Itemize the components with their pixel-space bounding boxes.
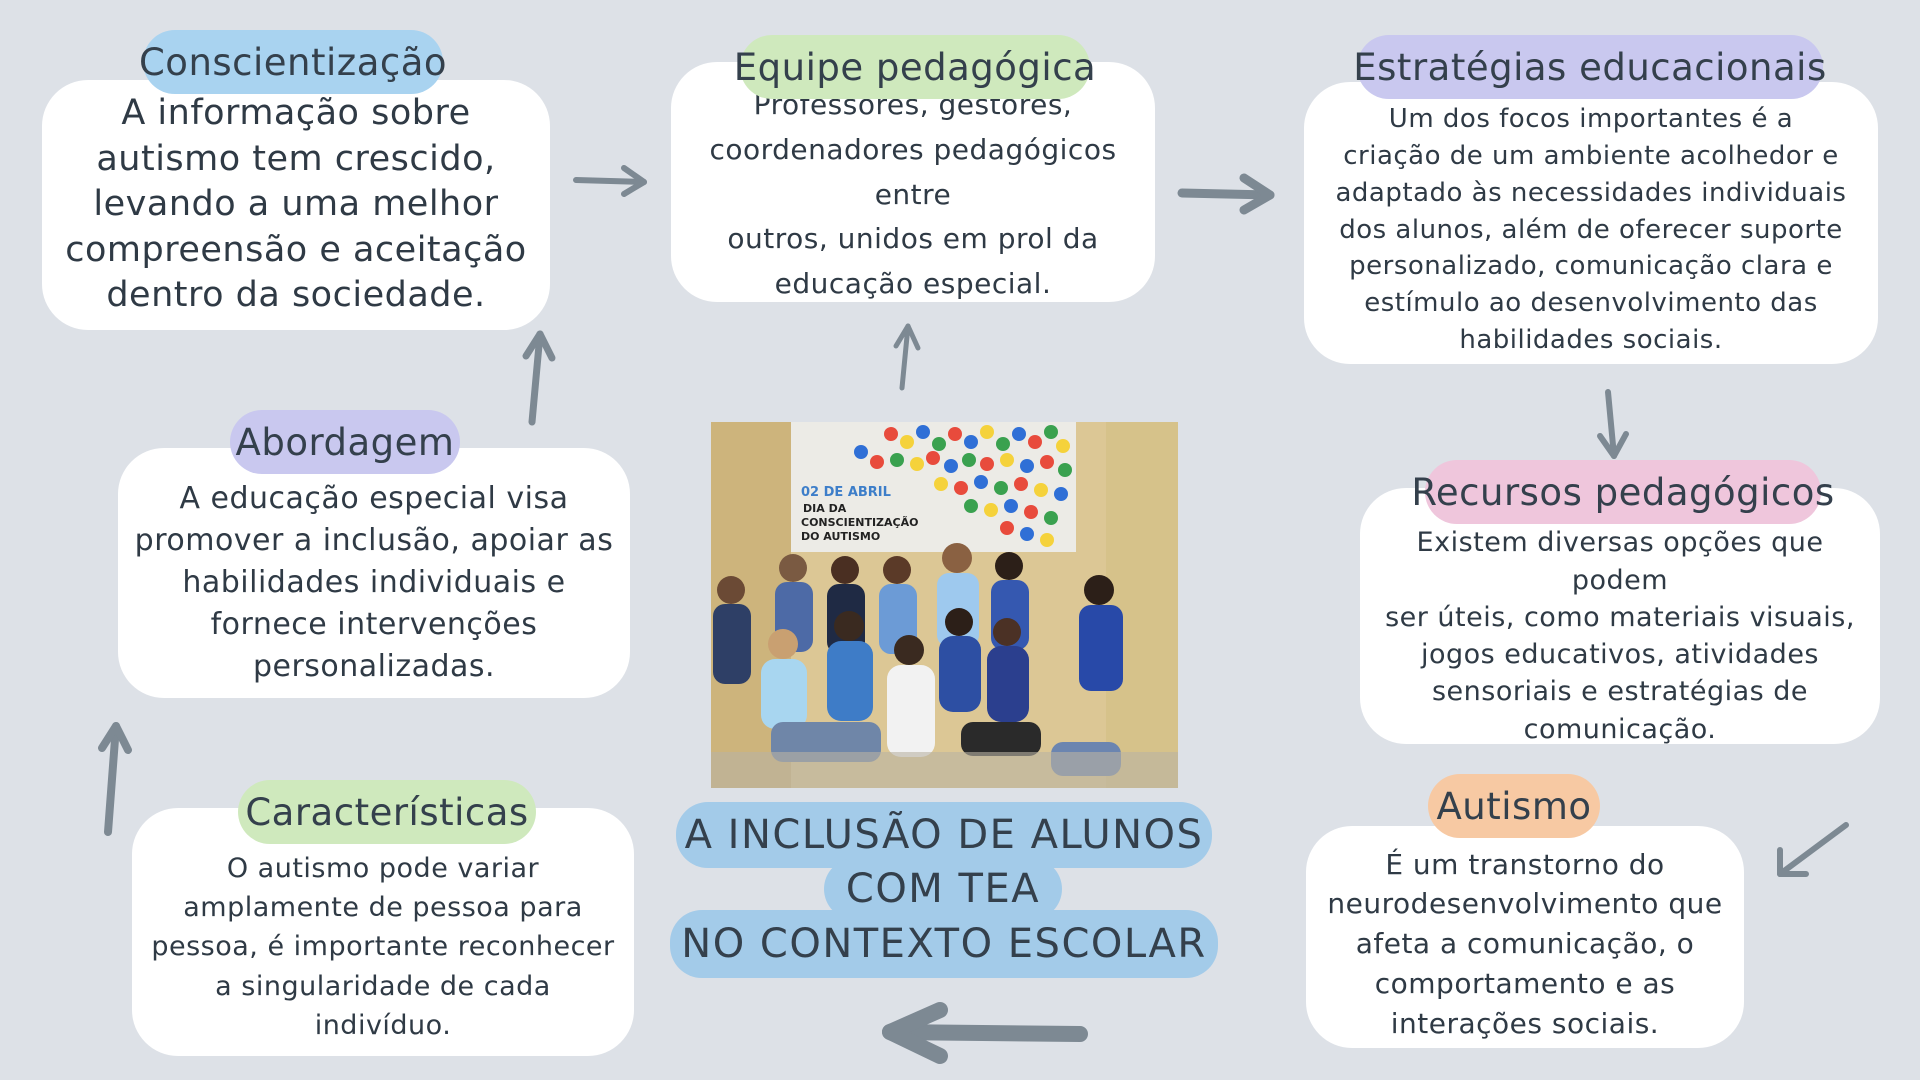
label-abordagem: Abordagem [230,410,460,474]
photo-banner-line2: DIA DA [803,502,847,515]
group-photo: 02 DE ABRIL DIA DA CONSCIENTIZAÇÃO DO AU… [711,422,1178,788]
arrow-right-2 [1177,173,1275,215]
arrow-right-1 [573,165,647,197]
card-abordagem: A educação especial visa promover a incl… [118,448,630,698]
arrow-down-1 [1597,389,1629,459]
title-line-1: A INCLUSÃO DE ALUNOS [676,802,1212,868]
photo-banner-line3: CONSCIENTIZAÇÃO [801,516,918,529]
card-estrategias: Um dos focos importantes é a criação de … [1304,82,1878,364]
label-equipe: Equipe pedagógica [734,35,1096,99]
card-conscientizacao: A informação sobre autismo tem crescido,… [42,80,550,330]
caracteristicas-text: O autismo pode variar amplamente de pess… [151,853,615,1041]
card-autismo: É um transtorno do neurodesenvolvimento … [1306,826,1744,1048]
abordagem-text: A educação especial visa promover a incl… [134,481,614,684]
recursos-text: Existem diversas opções que podem ser út… [1385,527,1855,745]
photo-banner-line4: DO AUTISMO [801,530,880,543]
estrategias-text: Um dos focos importantes é a criação de … [1335,103,1847,356]
arrow-up-3 [893,323,921,391]
label-conscientizacao: Conscientização [139,30,447,94]
title-text-3: NO CONTEXTO ESCOLAR [681,921,1207,967]
title-line-2: COM TEA [824,858,1062,920]
label-caracteristicas: Características [238,780,536,844]
title-line-3: NO CONTEXTO ESCOLAR [670,910,1218,978]
title-text-1: A INCLUSÃO DE ALUNOS [684,812,1204,858]
label-autismo: Autismo [1428,774,1600,838]
conscientizacao-text: A informação sobre autismo tem crescido,… [65,93,527,316]
arrow-diagonal-1 [1777,822,1849,877]
card-caracteristicas: O autismo pode variar amplamente de pess… [132,808,634,1056]
photo-banner-line1: 02 DE ABRIL [801,485,891,500]
title-text-2: COM TEA [845,866,1041,912]
group-photo-illustration: 02 DE ABRIL DIA DA CONSCIENTIZAÇÃO DO AU… [711,422,1178,788]
card-recursos: Existem diversas opções que podem ser út… [1360,488,1880,745]
label-estrategias: Estratégias educacionais [1353,35,1826,99]
arrow-left-1 [882,1002,1088,1064]
label-recursos: Recursos pedagógicos [1411,460,1834,524]
autismo-text: É um transtorno do neurodesenvolvimento … [1327,847,1723,1040]
arrow-up-2 [522,330,556,426]
arrow-up-1 [98,722,132,836]
